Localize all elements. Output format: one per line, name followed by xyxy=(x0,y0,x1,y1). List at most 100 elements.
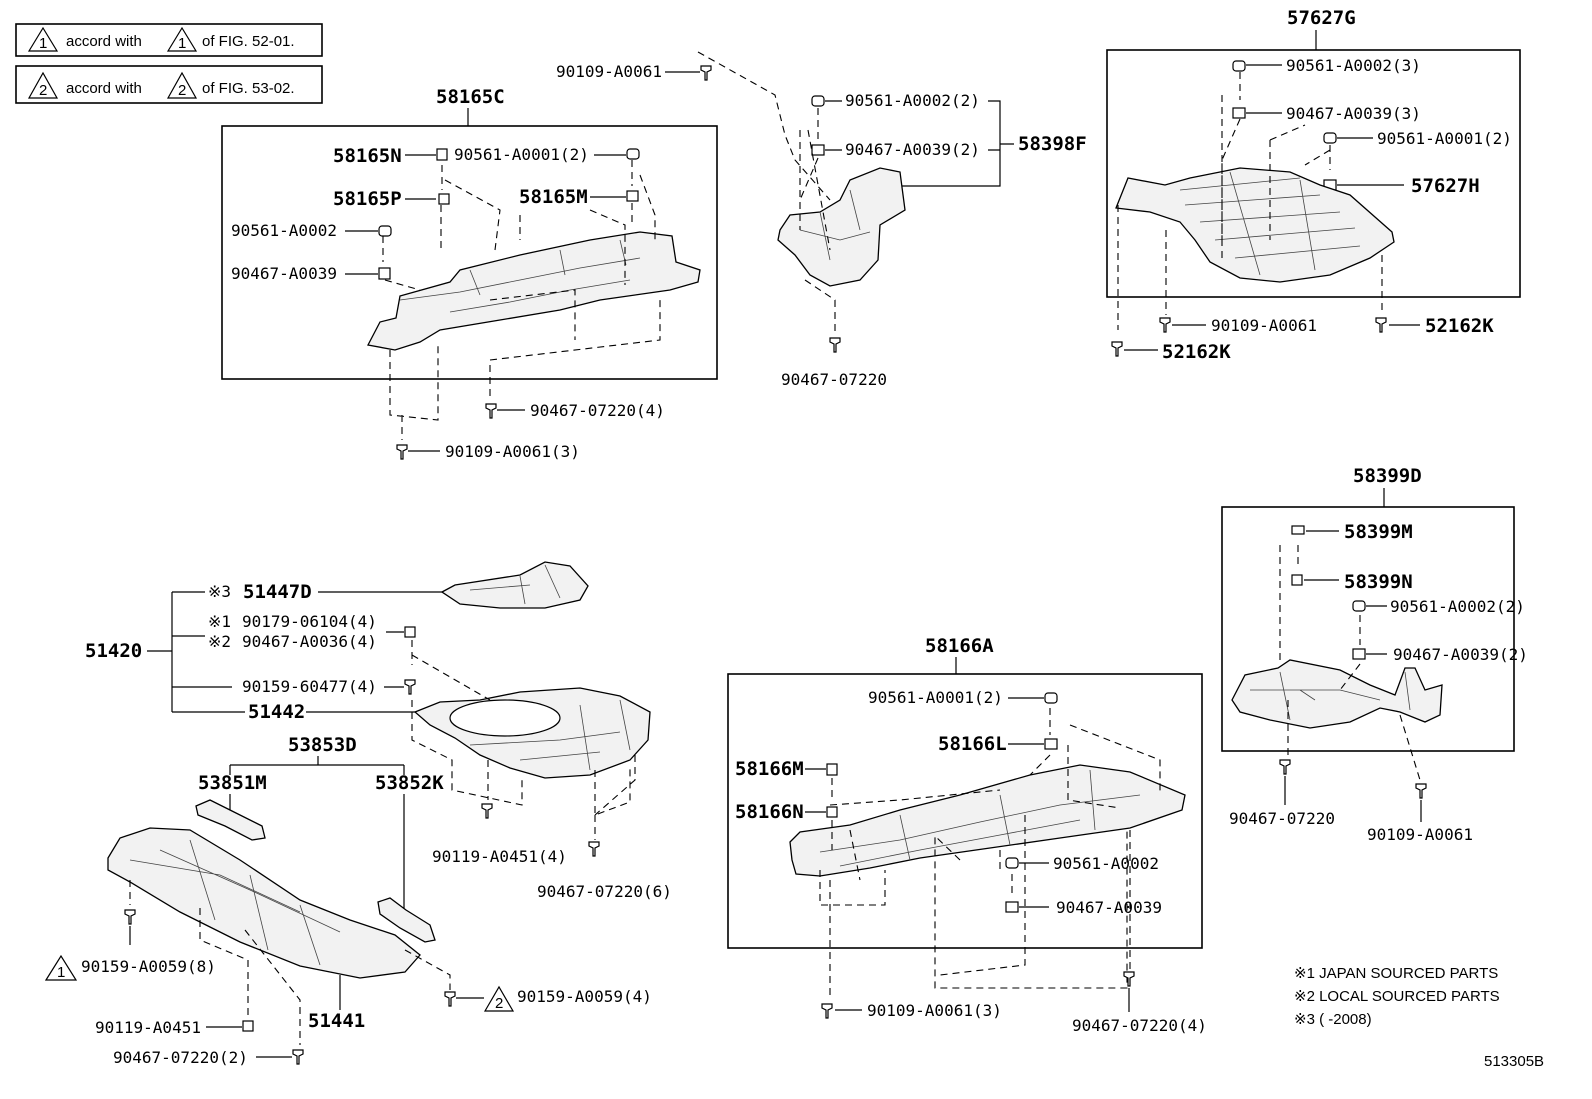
part-label: 90467-A0039(2) xyxy=(845,140,980,159)
part-label: 51441 xyxy=(308,1010,365,1032)
part-label: 53851M xyxy=(198,772,267,794)
footnotes: ※1 JAPAN SOURCED PARTS ※2 LOCAL SOURCED … xyxy=(1294,965,1544,1070)
source-mark: ※2 xyxy=(208,632,231,651)
group-title: 53853D xyxy=(288,734,357,756)
bolt-icon xyxy=(1111,341,1123,357)
bolt-icon xyxy=(485,403,497,419)
part-label: 90467-07220(4) xyxy=(1072,1016,1207,1035)
part-label: 90109-A0061 xyxy=(1367,825,1473,844)
bolt-icon xyxy=(292,1049,304,1065)
warning-triangle-icon xyxy=(44,954,78,981)
bolt-icon xyxy=(700,65,712,81)
bolt-icon xyxy=(1123,971,1135,987)
clip-icon xyxy=(826,763,838,776)
part-label: 90561-A0001(2) xyxy=(868,688,1003,707)
cover-opening xyxy=(449,699,561,737)
part-label: 90109-A0061(3) xyxy=(445,442,580,461)
group-box xyxy=(1221,506,1515,752)
clip-icon xyxy=(1232,60,1246,72)
part-label: 90119-A0451(4) xyxy=(432,847,567,866)
warning-triangle-icon xyxy=(166,26,198,52)
group-58166a: 58166A 90561-A0001(2) 58166L 58166M 5816… xyxy=(727,635,1207,1035)
part-label: 58165M xyxy=(519,186,588,208)
part-label: 90561-A0001(2) xyxy=(454,145,589,164)
part-label: 90109-A0061 xyxy=(1211,316,1317,335)
bracket-53851m-shape xyxy=(195,799,266,841)
nut-icon xyxy=(626,190,639,202)
legend-box-2 xyxy=(15,65,323,104)
part-label: 90467-07220(2) xyxy=(113,1048,248,1067)
cover-51447d-shape xyxy=(440,561,589,609)
part-label: 90159-60477(4) xyxy=(242,677,377,696)
cover-57627g-shape xyxy=(1115,167,1395,283)
nut-icon xyxy=(811,144,825,156)
clip-icon xyxy=(436,148,448,161)
part-label: 90561-A0002 xyxy=(231,221,337,240)
nut-icon xyxy=(378,267,391,280)
group-58398f: 90109-A0061 90561-A0002(2) 90467-A0039(2… xyxy=(556,51,1087,389)
bolt-icon xyxy=(588,841,600,857)
group-title: 58165C xyxy=(436,86,505,108)
warning-triangle-icon xyxy=(166,71,198,99)
footnote: ※3 ( -2008) xyxy=(1294,1011,1372,1028)
part-label: 90467-A0036(4) xyxy=(242,632,377,651)
part-label: 52162K xyxy=(1162,341,1231,363)
nut-icon xyxy=(242,1020,254,1032)
legend-mark: 1 xyxy=(39,35,47,52)
nut-icon xyxy=(1044,738,1058,750)
group-title: 58398F xyxy=(1018,133,1087,155)
group-title: 51420 xyxy=(85,640,142,662)
part-label: 90467-A0039(3) xyxy=(1286,104,1421,123)
legend-mark: 2 xyxy=(495,995,503,1012)
part-label: 90467-07220 xyxy=(781,370,887,389)
group-58165c: 58165C 58165N 90561-A0001(2) 58165P 5816… xyxy=(221,86,718,461)
bolt-icon xyxy=(396,444,408,460)
clip-icon xyxy=(1323,132,1337,144)
part-label: 90109-A0061(3) xyxy=(867,1001,1002,1020)
legend-mark: 1 xyxy=(57,964,65,981)
legend-box-1 xyxy=(15,23,323,57)
legend-text: accord with xyxy=(66,33,142,50)
part-label: 90561-A0002(2) xyxy=(845,91,980,110)
legend-mark: 2 xyxy=(39,82,47,99)
nut-icon xyxy=(826,806,838,818)
part-label: 90159-A0059(8) xyxy=(81,957,216,976)
legend-text: accord with xyxy=(66,80,142,97)
bracket-53852k-shape xyxy=(377,897,436,943)
bolt-icon xyxy=(821,1003,833,1019)
bolt-icon xyxy=(829,337,841,353)
group-title: 57627G xyxy=(1287,7,1356,29)
cover-58165c-shape xyxy=(367,231,701,351)
group-53853d: 53853D 53851M 53852K 1 90159-A0059(8) 51… xyxy=(44,734,652,1067)
part-label: 58166M xyxy=(735,758,804,780)
clip-icon xyxy=(378,225,392,237)
part-label: 53852K xyxy=(375,772,444,794)
clip-icon xyxy=(1005,857,1019,869)
bolt-icon xyxy=(1415,783,1427,799)
part-label: 90561-A0001(2) xyxy=(1377,129,1512,148)
nut-icon xyxy=(438,193,450,205)
nut-icon xyxy=(1005,901,1019,913)
nut-icon xyxy=(1352,648,1366,660)
part-label: 90467-07220 xyxy=(1229,809,1335,828)
cover-58398f-shape xyxy=(777,167,906,287)
source-mark: ※3 xyxy=(208,582,231,601)
group-57627g: 57627G 90561-A0002(3) 90467-A0039(3) 905… xyxy=(1106,7,1521,363)
part-label: 90561-A0002(2) xyxy=(1390,597,1525,616)
part-label: 90109-A0061 xyxy=(556,62,662,81)
bolt-icon xyxy=(444,991,456,1007)
figure-id: 513305B xyxy=(1484,1053,1544,1070)
warning-triangle-icon xyxy=(483,985,515,1012)
part-label: 90467-A0039(2) xyxy=(1393,645,1528,664)
bolt-icon xyxy=(124,909,136,925)
part-label: 58166L xyxy=(938,733,1007,755)
part-label: 58399N xyxy=(1344,571,1413,593)
footnote: ※2 LOCAL SOURCED PARTS xyxy=(1294,988,1500,1005)
legend-text: of FIG. 52-01. xyxy=(202,33,295,50)
group-title: 58399D xyxy=(1353,465,1422,487)
bolt-icon xyxy=(481,803,493,819)
group-box xyxy=(221,125,718,380)
clip-icon xyxy=(1291,525,1305,535)
nut-icon xyxy=(404,626,416,638)
legend: 1 accord with 1 of FIG. 52-01. 2 accord … xyxy=(15,23,323,104)
